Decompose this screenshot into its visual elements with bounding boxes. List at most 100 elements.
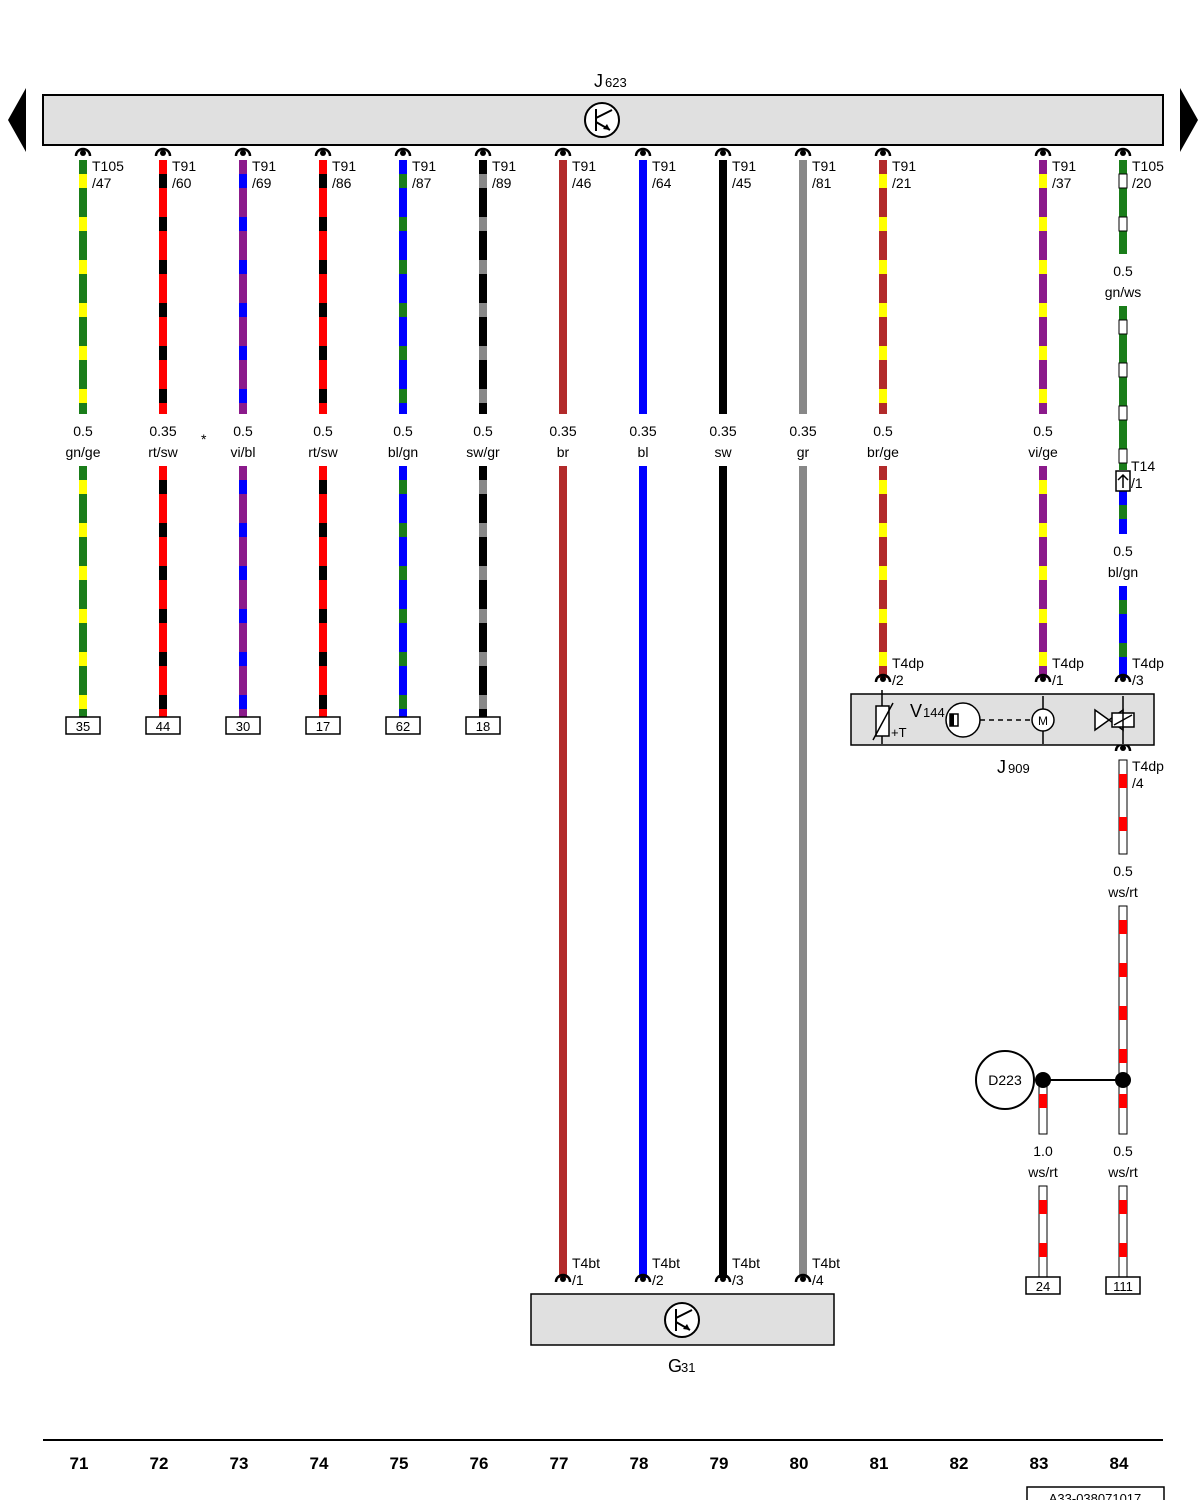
wire-84-d	[1119, 586, 1127, 678]
wire-76-upper	[479, 160, 487, 414]
pin-number-label: /64	[652, 175, 672, 191]
pin-connector-label: T91	[732, 158, 756, 174]
wire-size-label: 0.35	[709, 423, 736, 439]
wire-79-upper	[719, 160, 727, 414]
wire-color-label: rt/sw	[308, 444, 338, 460]
pin-hook-icon	[1034, 147, 1052, 157]
pin-connector-label: T91	[252, 158, 276, 174]
pin-connector-label: T91	[652, 158, 676, 174]
wire-73-lower	[239, 466, 247, 717]
pin-hook-icon	[554, 147, 572, 157]
pin-connector-label: T4dp	[892, 655, 924, 671]
wire-color-label: ws/rt	[1107, 884, 1138, 900]
sensor-name: G	[668, 1356, 682, 1376]
wire-color-label: vi/bl	[231, 444, 256, 460]
sensor-subscript: 31	[681, 1360, 695, 1375]
continuation-ref: 35	[76, 719, 90, 734]
splice-label: D223	[988, 1072, 1022, 1088]
pin-hook-icon	[314, 147, 332, 157]
t14-name: T14	[1131, 458, 1155, 474]
wire-83-upper	[1039, 160, 1047, 414]
column-number: 80	[790, 1454, 809, 1473]
pin-connector-label: T4bt	[732, 1255, 760, 1271]
pin-number-label: /81	[812, 175, 832, 191]
continuation-ref: 17	[316, 719, 330, 734]
wire-78-upper	[639, 160, 647, 414]
svg-text:M: M	[1038, 714, 1048, 728]
wire-78-lower	[639, 466, 647, 1278]
pin-connector-label: T4dp	[1052, 655, 1084, 671]
pin-hook-icon	[634, 1273, 652, 1283]
wire-75-upper	[399, 160, 407, 414]
pin-hook-icon	[1034, 673, 1052, 683]
inner-name: V	[910, 701, 922, 721]
wire-71-lower	[79, 466, 87, 717]
pin-number-label: /46	[572, 175, 592, 191]
pin-number-label: /4	[1132, 775, 1144, 791]
wire-84-b	[1118, 306, 1128, 470]
continuation-box	[225, 716, 261, 735]
pin-connector-label: T4bt	[812, 1255, 840, 1271]
t14-pin: /1	[1131, 475, 1143, 491]
pin-connector-label: T91	[812, 158, 836, 174]
pin-hook-icon	[794, 1273, 812, 1283]
ecu-name: J	[594, 71, 603, 91]
wire-84-g	[1118, 1079, 1128, 1135]
pin-hook-icon	[1114, 147, 1132, 157]
pin-hook-icon	[1114, 673, 1132, 683]
wire-color-label: ws/rt	[1027, 1164, 1058, 1180]
continuation-box	[465, 716, 501, 735]
wire-81-lower	[879, 466, 887, 678]
pin-connector-label: T91	[892, 158, 916, 174]
thermistor-icon	[872, 690, 894, 744]
pin-number-label: /20	[1132, 175, 1152, 191]
wire-84-c	[1119, 491, 1127, 534]
pin-hook-icon	[394, 147, 412, 157]
wire-size-label: 0.5	[393, 423, 413, 439]
wire-color-label: sw	[714, 444, 732, 460]
ecu-subscript: 623	[605, 75, 627, 90]
prev-page-arrow-icon[interactable]	[8, 88, 26, 152]
pin-number-label: /2	[892, 672, 904, 688]
pin-connector-label: T4dp	[1132, 655, 1164, 671]
pin-connector-label: T4dp	[1132, 758, 1164, 774]
column-number: 77	[550, 1454, 569, 1473]
solenoid-valve-icon	[1094, 696, 1135, 744]
pin-number-label: /47	[92, 175, 112, 191]
pin-connector-label: T91	[492, 158, 516, 174]
pin-number-label: /1	[572, 1272, 584, 1288]
column-number: 84	[1110, 1454, 1129, 1473]
sensor-g31: G 31	[530, 1293, 835, 1376]
wire-color-label: vi/ge	[1028, 444, 1058, 460]
wire-80-upper	[799, 160, 807, 414]
pin-number-label: /1	[1052, 672, 1064, 688]
column-number: 76	[470, 1454, 489, 1473]
pin-number-label: /89	[492, 175, 512, 191]
pin-hook-icon	[74, 147, 92, 157]
wire-75-lower	[399, 466, 407, 717]
pin-number-label: /2	[652, 1272, 664, 1288]
pin-connector-label: T4bt	[652, 1255, 680, 1271]
wire-74-lower	[319, 466, 327, 717]
wire-color-label: br	[557, 444, 570, 460]
pin-connector-label: T91	[332, 158, 356, 174]
wire-size-label: 0.35	[149, 423, 176, 439]
transistor-icon	[584, 102, 620, 138]
pin-connector-label: T4bt	[572, 1255, 600, 1271]
pin-number-label: /37	[1052, 175, 1072, 191]
continuation-ref: 44	[156, 719, 170, 734]
ecu-j623: J 623	[42, 71, 1164, 146]
pin-number-label: /60	[172, 175, 192, 191]
next-page-arrow-icon[interactable]	[1180, 88, 1198, 152]
column-number: 79	[710, 1454, 729, 1473]
wire-size-label: 0.5	[1113, 263, 1133, 279]
column-number: 72	[150, 1454, 169, 1473]
continuation-ref: 24	[1036, 1279, 1050, 1294]
pin-hook-icon	[234, 147, 252, 157]
continuation-box	[1105, 1276, 1141, 1295]
column-number: 73	[230, 1454, 249, 1473]
pin-connector-label: T105	[92, 158, 124, 174]
pin-number-label: /87	[412, 175, 432, 191]
